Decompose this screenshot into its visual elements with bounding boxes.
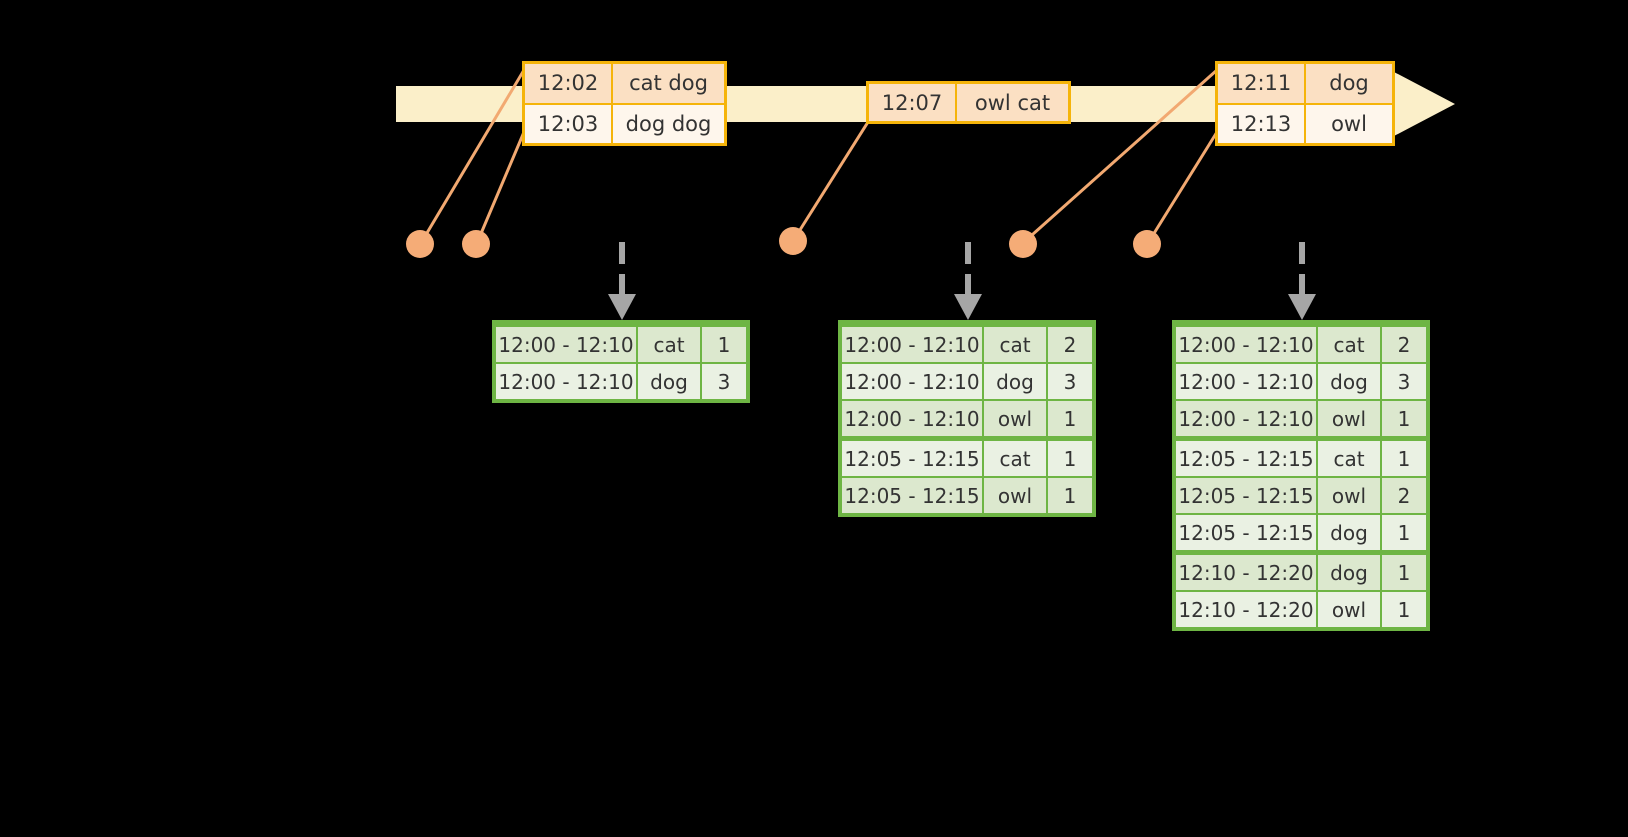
cell-count: 1 <box>1048 401 1092 436</box>
cell-word: owl <box>1318 401 1380 436</box>
cell-count: 1 <box>1048 478 1092 513</box>
event-row[interactable]: 12:11 dog <box>1218 64 1392 103</box>
event-group-1[interactable]: 12:02 cat dog 12:03 dog dog <box>522 61 727 146</box>
cell-count: 3 <box>1382 364 1426 399</box>
table-row[interactable]: 12:05 - 12:15 owl 1 <box>841 477 1093 514</box>
event-dot-4 <box>1009 230 1037 258</box>
table-row[interactable]: 12:05 - 12:15 owl 2 <box>1175 477 1427 514</box>
result-table-3[interactable]: 12:00 - 12:10 cat 2 12:00 - 12:10 dog 3 … <box>1172 320 1430 631</box>
cell-word: dog <box>1318 364 1380 399</box>
cell-count: 1 <box>1382 401 1426 436</box>
cell-word: owl <box>1318 592 1380 627</box>
cell-count: 1 <box>1382 441 1426 476</box>
event-dot-3 <box>779 227 807 255</box>
dashed-arrows <box>608 242 1316 320</box>
cell-word: dog <box>638 364 700 399</box>
table-row[interactable]: 12:00 - 12:10 dog 3 <box>841 363 1093 400</box>
cell-count: 1 <box>1382 515 1426 550</box>
cell-count: 1 <box>1048 441 1092 476</box>
table-row[interactable]: 12:00 - 12:10 owl 1 <box>841 400 1093 437</box>
event-words: owl cat <box>957 84 1068 121</box>
cell-count: 1 <box>1382 555 1426 590</box>
cell-count: 2 <box>1382 478 1426 513</box>
cell-word: dog <box>1318 515 1380 550</box>
result-table-2[interactable]: 12:00 - 12:10 cat 2 12:00 - 12:10 dog 3 … <box>838 320 1096 517</box>
cell-count: 2 <box>1048 327 1092 362</box>
cell-window: 12:05 - 12:15 <box>842 441 982 476</box>
event-time: 12:13 <box>1218 104 1306 143</box>
cell-word: dog <box>1318 555 1380 590</box>
cell-window: 12:00 - 12:10 <box>496 364 636 399</box>
result-table-1[interactable]: 12:00 - 12:10 cat 1 12:00 - 12:10 dog 3 <box>492 320 750 403</box>
cell-word: owl <box>984 401 1046 436</box>
cell-count: 1 <box>1382 592 1426 627</box>
event-dot-5 <box>1133 230 1161 258</box>
cell-window: 12:00 - 12:10 <box>842 401 982 436</box>
cell-window: 12:00 - 12:10 <box>842 364 982 399</box>
event-row[interactable]: 12:13 owl <box>1218 102 1392 143</box>
cell-word: cat <box>1318 441 1380 476</box>
table-row[interactable]: 12:00 - 12:10 dog 3 <box>495 363 747 400</box>
cell-window: 12:10 - 12:20 <box>1176 555 1316 590</box>
cell-window: 12:00 - 12:10 <box>1176 401 1316 436</box>
table-row[interactable]: 12:00 - 12:10 cat 1 <box>495 326 747 363</box>
cell-window: 12:05 - 12:15 <box>842 478 982 513</box>
event-row[interactable]: 12:07 owl cat <box>869 84 1068 121</box>
cell-window: 12:10 - 12:20 <box>1176 592 1316 627</box>
event-words: owl <box>1306 104 1392 143</box>
event-group-2[interactable]: 12:07 owl cat <box>866 81 1071 124</box>
cell-count: 2 <box>1382 327 1426 362</box>
cell-window: 12:00 - 12:10 <box>842 327 982 362</box>
event-row[interactable]: 12:02 cat dog <box>525 64 724 103</box>
event-time: 12:11 <box>1218 64 1306 103</box>
event-row[interactable]: 12:03 dog dog <box>525 102 724 143</box>
cell-window: 12:00 - 12:10 <box>496 327 636 362</box>
event-dot-1 <box>406 230 434 258</box>
event-time: 12:03 <box>525 104 613 143</box>
table-row[interactable]: 12:05 - 12:15 dog 1 <box>1175 514 1427 551</box>
table-row[interactable]: 12:00 - 12:10 cat 2 <box>1175 326 1427 363</box>
table-row[interactable]: 12:00 - 12:10 cat 2 <box>841 326 1093 363</box>
cell-window: 12:05 - 12:15 <box>1176 441 1316 476</box>
cell-word: cat <box>638 327 700 362</box>
table-row[interactable]: 12:05 - 12:15 cat 1 <box>841 440 1093 477</box>
event-words: dog <box>1306 64 1392 103</box>
table-row[interactable]: 12:00 - 12:10 dog 3 <box>1175 363 1427 400</box>
cell-word: cat <box>1318 327 1380 362</box>
event-time: 12:07 <box>869 84 957 121</box>
cell-window: 12:00 - 12:10 <box>1176 327 1316 362</box>
cell-word: dog <box>984 364 1046 399</box>
event-words: dog dog <box>613 104 724 143</box>
table-row[interactable]: 12:10 - 12:20 owl 1 <box>1175 591 1427 628</box>
event-dot-2 <box>462 230 490 258</box>
table-row[interactable]: 12:00 - 12:10 owl 1 <box>1175 400 1427 437</box>
cell-count: 3 <box>1048 364 1092 399</box>
event-group-3[interactable]: 12:11 dog 12:13 owl <box>1215 61 1395 146</box>
cell-window: 12:05 - 12:15 <box>1176 478 1316 513</box>
table-row[interactable]: 12:05 - 12:15 cat 1 <box>1175 440 1427 477</box>
cell-window: 12:00 - 12:10 <box>1176 364 1316 399</box>
cell-count: 3 <box>702 364 746 399</box>
cell-word: owl <box>984 478 1046 513</box>
table-row[interactable]: 12:10 - 12:20 dog 1 <box>1175 554 1427 591</box>
cell-word: cat <box>984 441 1046 476</box>
event-words: cat dog <box>613 64 724 103</box>
cell-count: 1 <box>702 327 746 362</box>
event-dots <box>406 227 1161 258</box>
cell-word: owl <box>1318 478 1380 513</box>
cell-window: 12:05 - 12:15 <box>1176 515 1316 550</box>
event-time: 12:02 <box>525 64 613 103</box>
cell-word: cat <box>984 327 1046 362</box>
